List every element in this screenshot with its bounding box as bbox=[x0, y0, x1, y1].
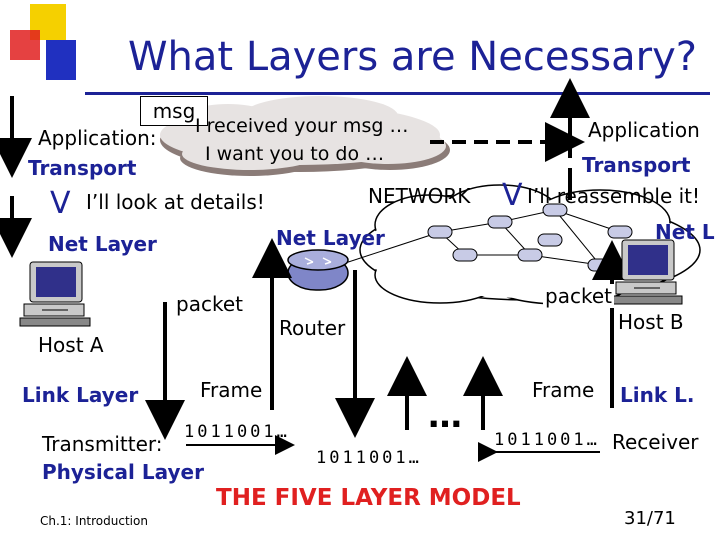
middle-bits: 1011001… bbox=[316, 448, 422, 468]
host-a-computer-icon bbox=[19, 261, 91, 327]
five-layer-model-label: THE FIVE LAYER MODEL bbox=[216, 485, 521, 511]
right-v-mark: V bbox=[502, 178, 523, 213]
cloud-line-2: I want you to do … bbox=[205, 143, 385, 165]
left-net-layer: Net Layer bbox=[48, 232, 157, 256]
physical-layer-label: Physical Layer bbox=[42, 460, 204, 484]
msg-label: msg bbox=[140, 96, 208, 126]
right-bits: 1011001… bbox=[494, 430, 600, 450]
right-application: Application bbox=[588, 118, 700, 142]
router-label: Router bbox=[279, 316, 346, 340]
right-transport: Transport bbox=[582, 153, 691, 177]
slide-title: What Layers are Necessary? bbox=[128, 34, 697, 80]
left-transport: Transport bbox=[28, 156, 137, 180]
cloud-line-1: I received your msg … bbox=[195, 115, 409, 137]
host-b-computer-icon bbox=[611, 239, 683, 305]
page-number: 31/71 bbox=[624, 508, 676, 529]
deco-square-red bbox=[10, 30, 40, 60]
left-packet: packet bbox=[174, 292, 245, 316]
right-net-layer: Net L bbox=[655, 220, 715, 244]
right-reassemble: I’ll reassemble it! bbox=[527, 184, 701, 208]
left-bits: 1011001… bbox=[184, 422, 290, 442]
right-frame: Frame bbox=[530, 378, 597, 402]
right-packet: packet bbox=[543, 284, 614, 308]
left-link-layer: Link Layer bbox=[22, 383, 139, 407]
left-frame: Frame bbox=[198, 378, 265, 402]
title-rule bbox=[85, 92, 710, 95]
network-label: NETWORK bbox=[368, 184, 471, 208]
right-link-layer: Link L. bbox=[620, 383, 695, 407]
middle-ellipsis: … bbox=[428, 396, 462, 436]
left-look: I’ll look at details! bbox=[86, 190, 265, 214]
left-v-mark: V bbox=[50, 186, 71, 221]
chapter-footer: Ch.1: Introduction bbox=[40, 514, 148, 528]
router-icon bbox=[287, 249, 349, 291]
host-a-label: Host A bbox=[38, 333, 104, 357]
left-application: Application: bbox=[38, 126, 157, 150]
transmitter-label: Transmitter: bbox=[42, 432, 163, 456]
receiver-label: Receiver bbox=[612, 430, 699, 454]
middle-net-layer: Net Layer bbox=[276, 226, 385, 250]
host-b-label: Host B bbox=[618, 310, 684, 334]
deco-square-blue bbox=[46, 40, 76, 80]
